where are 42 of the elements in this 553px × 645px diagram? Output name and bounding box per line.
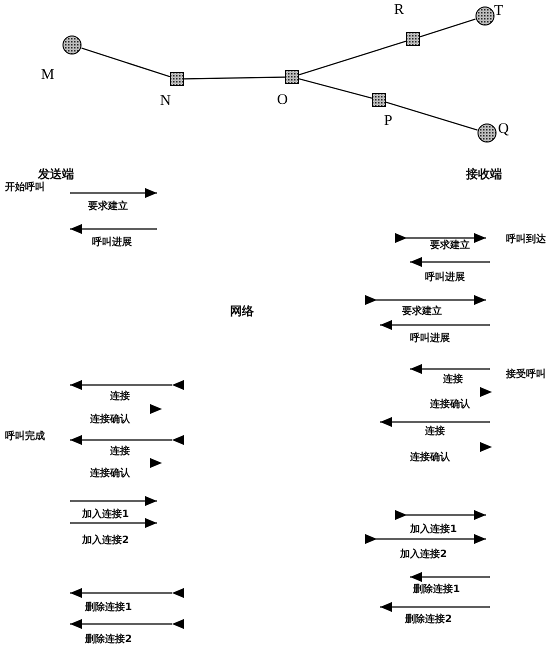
message-label: 要求建立 xyxy=(88,202,128,212)
message-label: 加入连接1 xyxy=(82,510,129,520)
message-label: 连接 xyxy=(443,375,463,385)
message-label: 连接确认 xyxy=(410,453,450,463)
node-label: Q xyxy=(498,122,509,137)
link-line xyxy=(298,78,372,99)
node-label: M xyxy=(41,68,54,83)
node-label: P xyxy=(384,114,392,129)
message-label: 呼叫进展 xyxy=(410,334,450,344)
message-label: 呼叫进展 xyxy=(425,273,465,283)
message-label: 连接 xyxy=(110,392,130,402)
event-label: 呼叫完成 xyxy=(5,432,45,442)
message-label: 加入连接2 xyxy=(82,536,129,546)
node-label: T xyxy=(494,4,504,19)
message-label: 删除连接1 xyxy=(85,603,132,613)
node-label: O xyxy=(277,93,288,108)
message-label: 删除连接2 xyxy=(405,615,452,625)
heading: 发送端 xyxy=(38,168,74,180)
event-label: 接受呼叫 xyxy=(506,370,546,380)
event-label: 开始呼叫 xyxy=(5,183,45,193)
message-label: 加入连接2 xyxy=(400,550,447,560)
link-line xyxy=(420,18,476,38)
message-label: 呼叫进展 xyxy=(92,238,132,248)
link-line xyxy=(184,76,286,80)
message-label: 连接 xyxy=(110,447,130,457)
link-line xyxy=(298,40,406,76)
link-line xyxy=(81,48,170,78)
message-label: 删除连接2 xyxy=(85,635,132,645)
node-label: R xyxy=(394,3,404,18)
event-label: 呼叫到达 xyxy=(506,235,546,245)
node-label: N xyxy=(160,94,171,109)
message-label: 连接 xyxy=(425,427,445,437)
message-label: 加入连接1 xyxy=(410,525,457,535)
message-label: 要求建立 xyxy=(402,307,442,317)
message-label: 连接确认 xyxy=(90,469,130,479)
link-line xyxy=(386,102,478,131)
message-label: 连接确认 xyxy=(90,415,130,425)
heading: 接收端 xyxy=(466,168,502,180)
message-label: 要求建立 xyxy=(430,241,470,251)
heading: 网络 xyxy=(230,305,254,317)
message-label: 连接确认 xyxy=(430,400,470,410)
message-label: 删除连接1 xyxy=(413,585,460,595)
